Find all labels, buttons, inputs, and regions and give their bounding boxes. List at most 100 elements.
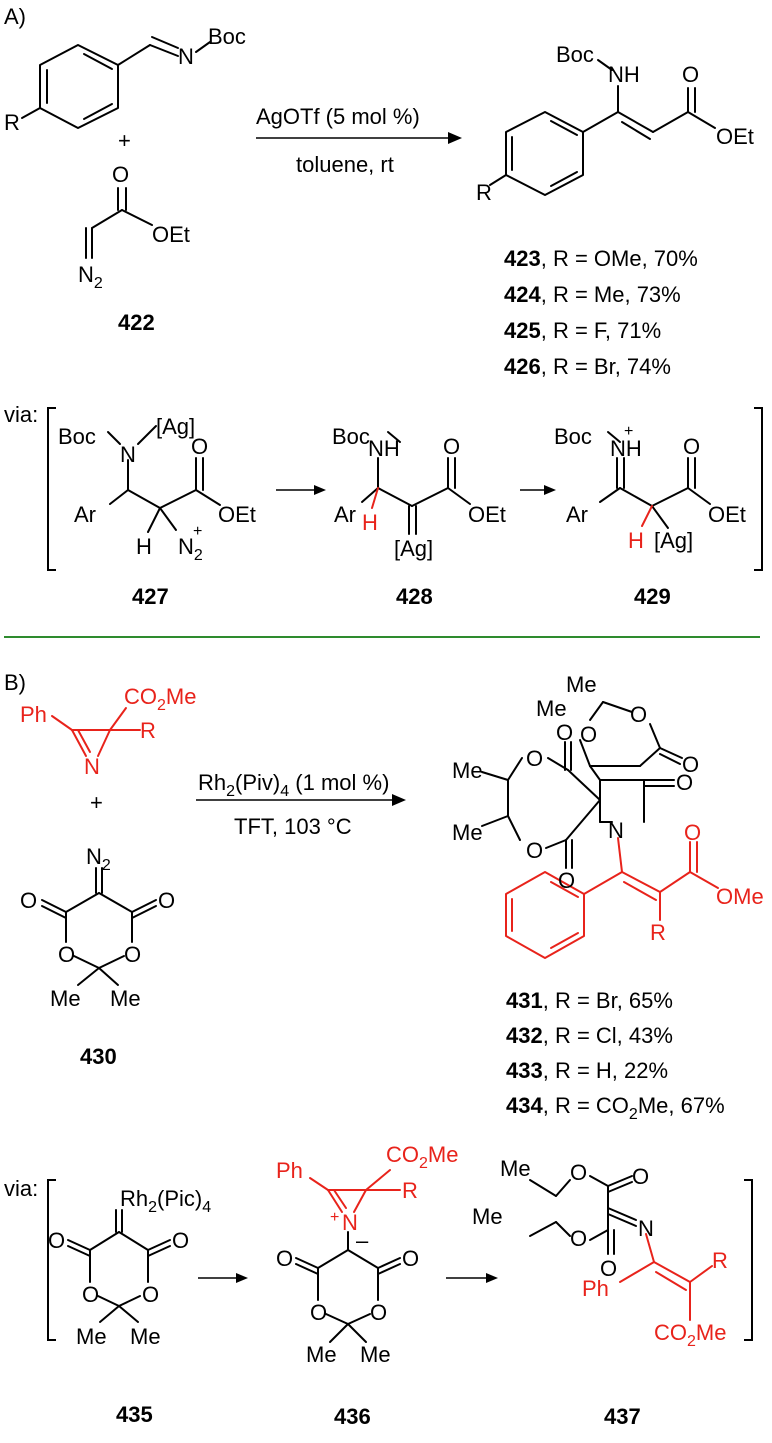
atom-o: O (600, 1256, 617, 1281)
atom-o: O (558, 868, 575, 893)
group-ar: Ar (566, 502, 588, 527)
diazo-n2: N2 (86, 844, 111, 874)
atom-o: O (570, 1226, 587, 1251)
diazo-meldrums-430-structure: N2 O O O O Me Me 430 (20, 844, 175, 1069)
compound-label-430: 430 (80, 1044, 117, 1069)
result-432: 432, R = Cl, 43% (506, 1023, 673, 1048)
substituent-r: R (4, 110, 20, 135)
group-me: Me (452, 820, 483, 845)
silver-ag: [Ag] (654, 528, 693, 553)
group-me: Me (536, 696, 567, 721)
group-nh: NH (608, 62, 640, 87)
atom-n: N (608, 818, 624, 843)
atom-o: O (684, 820, 701, 845)
group-ar: Ar (74, 502, 96, 527)
panel-a-label: A) (4, 4, 26, 29)
atom-o: O (20, 888, 37, 913)
atom-o: O (556, 720, 573, 745)
group-me: Me (360, 1342, 391, 1367)
intermediate-435-structure: Rh2(Pic)4 O O O O Me Me 435 (48, 1186, 211, 1427)
substituent-r: R (476, 180, 492, 205)
atom-h-highlighted: H (628, 528, 644, 553)
atom-h-highlighted: H (362, 510, 378, 535)
atom-o: O (310, 1300, 327, 1325)
group-me: Me (472, 1204, 503, 1229)
reaction-arrow-a: AgOTf (5 mol %) toluene, rt (256, 104, 462, 177)
group-nh: NH (368, 436, 400, 461)
result-431: 431, R = Br, 65% (506, 988, 673, 1013)
mechanism-arrow-a2 (520, 485, 556, 495)
plus-sign: + (90, 790, 103, 815)
bracket-right-a (754, 407, 763, 571)
atom-o: O (682, 752, 699, 777)
mechanism-arrow-a1 (276, 485, 326, 495)
mechanism-arrow-b1 (198, 1273, 248, 1283)
intermediate-427-structure: Boc N [Ag] O OEt Ar H N2 + 427 (58, 414, 256, 609)
atom-o: O (443, 434, 460, 459)
atom-o: O (158, 888, 175, 913)
mechanism-arrow-b2 (446, 1273, 498, 1283)
group-me: Me (566, 672, 597, 697)
intermediate-429-structure: Boc NH + O OEt Ar H [Ag] 429 (554, 423, 746, 609)
atom-o: O (370, 1300, 387, 1325)
group-oet: OEt (218, 502, 256, 527)
atom-o: O (526, 838, 543, 863)
substituent-r: R (402, 1178, 418, 1203)
compound-label-435: 435 (116, 1402, 153, 1427)
charge-plus: + (624, 423, 633, 440)
compound-label-437: 437 (604, 1404, 641, 1429)
reagent-text: AgOTf (5 mol %) (256, 104, 420, 129)
atom-o: O (682, 62, 699, 87)
group-ar: Ar (334, 502, 356, 527)
charge-plus: + (330, 1209, 339, 1226)
group-nh: NH (610, 436, 642, 461)
group-co2me: CO2Me (124, 684, 196, 714)
atom-h: H (136, 534, 152, 559)
group-ph: Ph (276, 1158, 303, 1183)
result-425: 425, R = F, 71% (504, 318, 661, 343)
atom-o: O (683, 434, 700, 459)
group-oet: OEt (708, 502, 746, 527)
product-enamine-structure: Boc NH O OEt R (476, 42, 754, 205)
bracket-left-a (47, 407, 56, 571)
substituent-r: R (140, 718, 156, 743)
conditions-text: toluene, rt (296, 152, 394, 177)
group-me: Me (76, 1324, 107, 1349)
plus-sign: + (118, 128, 131, 153)
compound-label-422: 422 (118, 310, 155, 335)
group-co2me: CO2Me (654, 1320, 726, 1350)
substituent-r: R (650, 920, 666, 945)
charge-minus: – (356, 1228, 369, 1253)
group-me: Me (130, 1324, 161, 1349)
reaction-arrow-b: Rh2(Piv)4 (1 mol %) TFT, 103 °C (196, 770, 406, 839)
intermediate-436-structure: Ph CO2Me R N + – O O O O Me Me 436 (276, 1142, 458, 1429)
diazoacetate-422-structure: O OEt N2 422 (78, 162, 190, 335)
atom-n: N (84, 754, 100, 779)
result-426: 426, R = Br, 74% (504, 354, 671, 379)
atom-o: O (58, 942, 75, 967)
atom-n: N (638, 1216, 654, 1241)
group-oet: OEt (152, 222, 190, 247)
intermediate-437-structure: Me Me O O O O N Ph R CO2Me 437 (472, 1156, 728, 1429)
reactant-imine-structure: N Boc R (4, 24, 246, 135)
compound-label-429: 429 (634, 584, 671, 609)
bracket-left-b (47, 1179, 56, 1341)
group-me: Me (306, 1342, 337, 1367)
atom-o: O (570, 1160, 587, 1185)
group-me: Me (500, 1156, 531, 1181)
group-ph: Ph (582, 1276, 609, 1301)
atom-o: O (82, 1282, 99, 1307)
charge-plus: + (193, 523, 202, 540)
atom-n: N (120, 442, 136, 467)
via-label-b: via: (4, 1176, 38, 1201)
atom-o: O (172, 1228, 189, 1253)
atom-o: O (526, 746, 543, 771)
atom-o: O (48, 1228, 65, 1253)
substituent-r: R (712, 1248, 728, 1273)
reagent-text: Rh2(Piv)4 (1 mol %) (198, 770, 389, 800)
diazonium-n2: N2 (178, 534, 203, 564)
intermediate-428-structure: Boc NH O OEt Ar H [Ag] 428 (332, 424, 506, 609)
diazo-n2: N2 (78, 262, 103, 292)
product-spiro-lactam-structure: Me Me O O O O O O O O Me Me N O OMe R (452, 672, 764, 959)
result-434: 434, R = CO2Me, 67% (506, 1093, 725, 1123)
